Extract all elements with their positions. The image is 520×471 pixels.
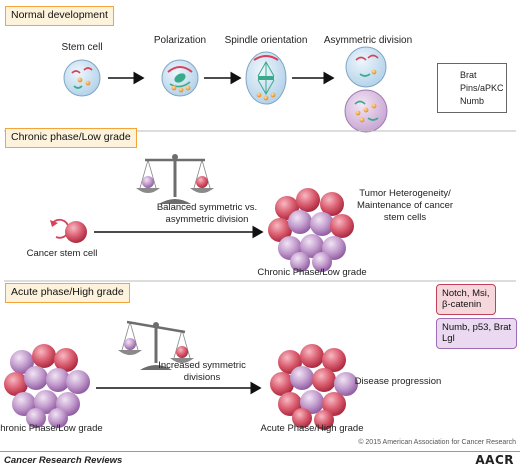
tumor-heterogeneity-line1: Tumor Heterogeneity/ xyxy=(359,188,451,199)
chronic-tumor-cluster xyxy=(268,188,354,272)
high-grade-cluster xyxy=(270,344,358,430)
spindle-cell xyxy=(245,51,287,105)
polarization-cell xyxy=(161,59,199,97)
section-header-chronic-phase: Chronic phase/Low grade xyxy=(5,128,137,148)
low-grade-cluster xyxy=(4,344,90,428)
chronic-cluster-label: Chronic Phase/Low grade xyxy=(257,267,367,278)
chronic-arrow-label-line1: Balanced symmetric vs. xyxy=(156,202,258,213)
high-grade-cluster-label: Acute Phase/High grade xyxy=(260,423,364,434)
key-box-red-line1: Notch, Msi, xyxy=(442,288,490,299)
cancer-stem-cell-label: Cancer stem cell xyxy=(26,248,98,259)
tumor-heterogeneity-line3: stem cells xyxy=(383,212,427,223)
key-box-red: Notch, Msi, β-catenin xyxy=(436,284,496,315)
step-label-asymmetric-division: Asymmetric division xyxy=(323,35,413,46)
copyright-text: © 2015 American Association for Cancer R… xyxy=(358,439,516,446)
asymmetric-daughter-top xyxy=(345,46,387,88)
legend-label-brat: Brat xyxy=(460,70,477,80)
key-box-red-line2: β-catenin xyxy=(442,299,482,311)
balance-scale-acute xyxy=(118,320,194,370)
asymmetric-daughter-bottom xyxy=(344,89,388,133)
footer-bar: Cancer Research Reviews AACR xyxy=(0,451,520,471)
acute-arrow-label-line2: divisions xyxy=(183,372,221,383)
disease-progression-label: Disease progression xyxy=(354,376,442,387)
legend-label-numb: Numb xyxy=(460,96,485,106)
cancer-stem-cell xyxy=(50,218,87,243)
legend-box: Brat Pins/aPKC Numb xyxy=(437,63,507,113)
chronic-arrow-label-line2: asymmetric division xyxy=(165,214,249,225)
journal-name: Cancer Research Reviews xyxy=(4,455,123,466)
step-label-stem-cell: Stem cell xyxy=(61,42,103,53)
tumor-heterogeneity-line2: Maintenance of cancer xyxy=(356,200,454,211)
stem-cell xyxy=(63,59,101,97)
section-header-acute-phase: Acute phase/High grade xyxy=(5,283,130,303)
low-grade-cluster-label: Chronic Phase/Low grade xyxy=(0,423,103,434)
step-label-spindle-orientation: Spindle orientation xyxy=(224,35,308,46)
key-box-purple-line1: Numb, p53, Brat xyxy=(442,322,512,333)
key-box-purple: Numb, p53, Brat Lgl xyxy=(436,318,518,349)
key-box-purple-line2: Lgl xyxy=(442,333,455,345)
section-header-normal-development: Normal development xyxy=(5,6,114,26)
step-label-polarization: Polarization xyxy=(153,35,207,46)
aacr-logo: AACR xyxy=(475,453,514,467)
legend-label-pins: Pins/aPKC xyxy=(460,83,504,93)
acute-arrow-label-line1: Increased symmetric xyxy=(158,360,246,371)
balance-scale-chronic xyxy=(136,154,214,204)
